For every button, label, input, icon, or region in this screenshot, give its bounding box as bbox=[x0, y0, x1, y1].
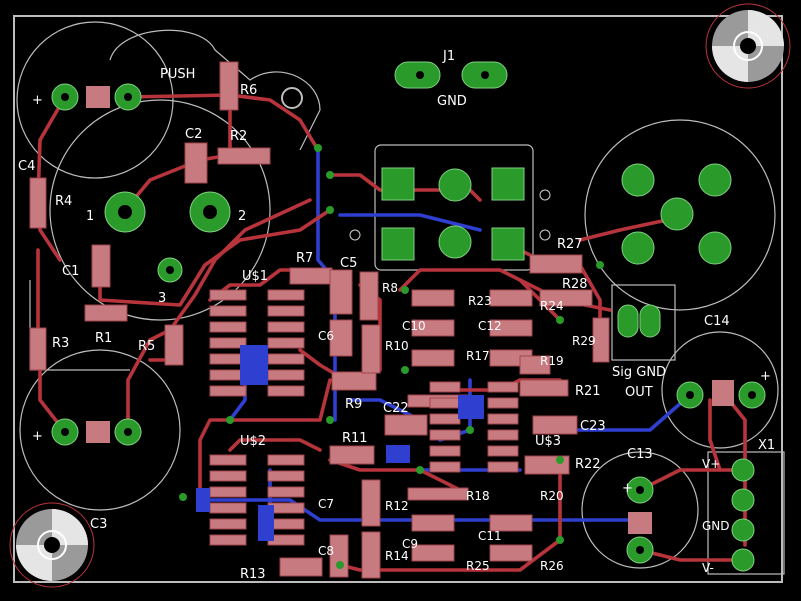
label-c22: C22 bbox=[383, 401, 409, 416]
board-outline bbox=[13, 15, 783, 583]
label-u2: U$2 bbox=[240, 434, 266, 449]
label-c1: C1 bbox=[62, 264, 79, 279]
label-c6: C6 bbox=[318, 329, 334, 343]
label-out: OUT bbox=[625, 385, 653, 400]
vias bbox=[179, 144, 604, 569]
label-r27: R27 bbox=[557, 237, 583, 252]
label-c5: C5 bbox=[340, 256, 357, 271]
label-r11: R11 bbox=[342, 431, 368, 446]
label-c9: C9 bbox=[402, 537, 418, 551]
mounting-hole-top-right bbox=[705, 3, 791, 89]
label-gnd: GND bbox=[437, 94, 467, 109]
label-gnd-vertical: GND bbox=[702, 519, 730, 533]
label-r22: R22 bbox=[575, 457, 601, 472]
label-r23: R23 bbox=[468, 294, 492, 308]
label-c13: C13 bbox=[627, 447, 653, 462]
label-c3: C3 bbox=[90, 517, 107, 532]
label-r20: R20 bbox=[540, 489, 564, 503]
label-r13: R13 bbox=[240, 567, 266, 582]
label-r29: R29 bbox=[572, 334, 596, 348]
label-r28: R28 bbox=[562, 277, 588, 292]
label-v-minus: V- bbox=[702, 561, 714, 575]
label-r2: R2 bbox=[230, 129, 247, 144]
label-c12: C12 bbox=[478, 319, 502, 333]
label-pin3: 3 bbox=[158, 291, 166, 306]
label-c14: C14 bbox=[704, 314, 730, 329]
label-c8: C8 bbox=[318, 544, 334, 558]
label-r4: R4 bbox=[55, 194, 72, 209]
label-c10: C10 bbox=[402, 319, 426, 333]
label-u1: U$1 bbox=[242, 269, 268, 284]
label-r17: R17 bbox=[466, 349, 490, 363]
label-r14: R14 bbox=[385, 549, 409, 563]
label-pin2: 2 bbox=[238, 209, 246, 224]
label-r10: R10 bbox=[385, 339, 409, 353]
label-c23: C23 bbox=[580, 419, 606, 434]
label-plus-c4: + bbox=[32, 93, 43, 108]
label-plus-c14: + bbox=[760, 369, 771, 384]
label-sig-gnd: Sig GND bbox=[612, 365, 666, 380]
label-r7: R7 bbox=[296, 251, 313, 266]
through-hole-pads bbox=[51, 61, 766, 572]
label-r9: R9 bbox=[345, 397, 362, 412]
smd-pads bbox=[29, 61, 734, 579]
label-r6: R6 bbox=[240, 83, 257, 98]
label-x1: X1 bbox=[758, 438, 775, 453]
label-j1: J1 bbox=[442, 49, 455, 64]
label-c11: C11 bbox=[478, 529, 502, 543]
label-push: PUSH bbox=[160, 67, 195, 82]
silkscreen-labels: J1 GND PUSH R6 R2 C2 C4 R4 C1 1 2 3 R1 R… bbox=[18, 49, 775, 582]
label-c4: C4 bbox=[18, 159, 35, 174]
label-u3: U$3 bbox=[535, 434, 561, 449]
mounting-hole-bottom-left bbox=[9, 502, 95, 588]
label-c2: C2 bbox=[185, 127, 202, 142]
label-r12: R12 bbox=[385, 499, 409, 513]
label-plus-c3: + bbox=[32, 429, 43, 444]
label-r3: R3 bbox=[52, 336, 69, 351]
label-plus-c13: + bbox=[622, 481, 633, 496]
label-r5: R5 bbox=[138, 339, 155, 354]
label-r24: R24 bbox=[540, 299, 564, 313]
label-r18: R18 bbox=[466, 489, 490, 503]
label-r8: R8 bbox=[382, 281, 398, 295]
label-r21: R21 bbox=[575, 384, 601, 399]
label-r1: R1 bbox=[95, 331, 112, 346]
label-r25: R25 bbox=[466, 559, 490, 573]
label-c7: C7 bbox=[318, 497, 334, 511]
label-pin1: 1 bbox=[86, 209, 94, 224]
label-r19: R19 bbox=[540, 354, 564, 368]
label-v-plus: V+ bbox=[702, 457, 720, 471]
label-r26: R26 bbox=[540, 559, 564, 573]
